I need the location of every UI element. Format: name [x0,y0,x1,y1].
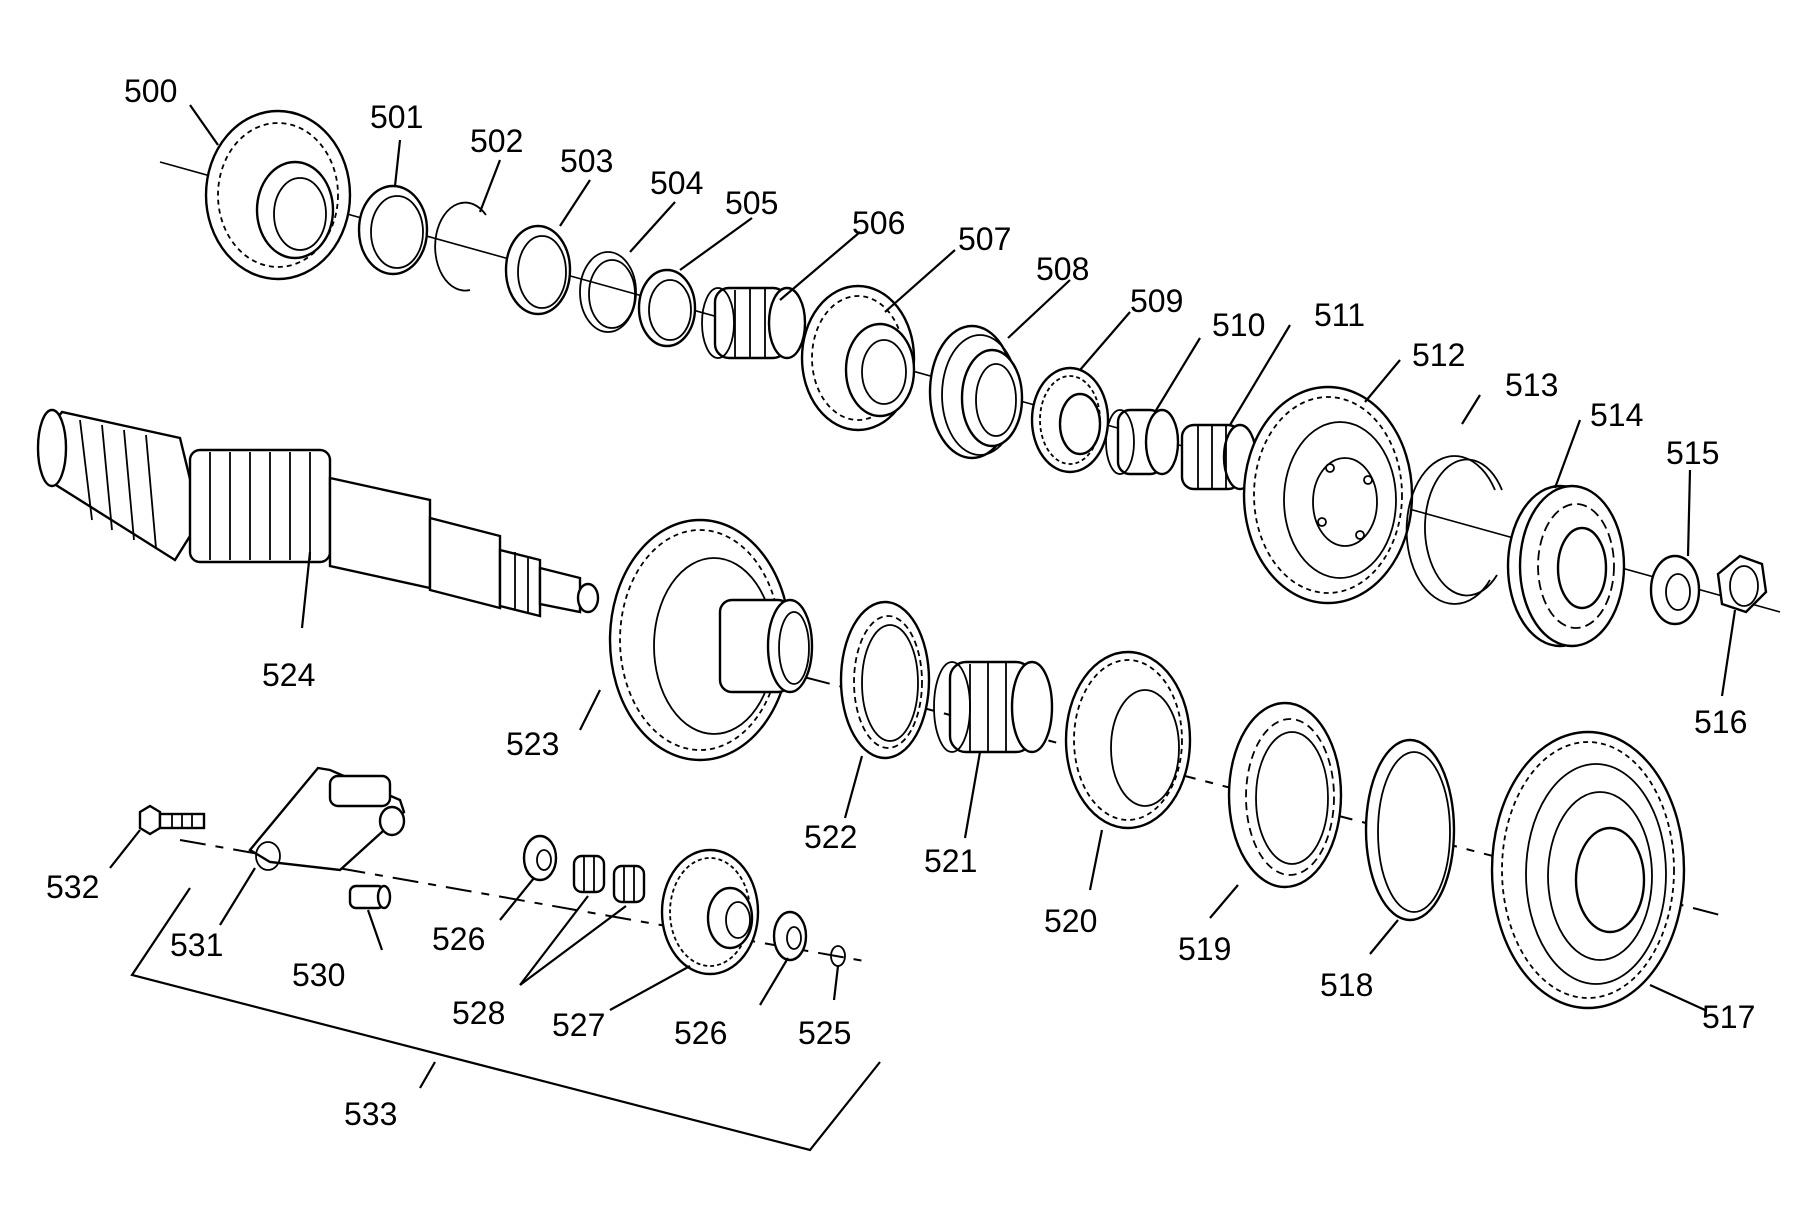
label-524: 524 [262,657,315,693]
label-518: 518 [1320,967,1373,1003]
part-526a-washer [522,834,558,882]
label-531: 531 [170,927,223,963]
label-514: 514 [1590,397,1643,433]
part-501-ring [357,184,429,276]
part-508-synchronizer [928,324,1024,460]
part-526b-washer [772,910,808,962]
part-511-bearing [1180,423,1258,491]
part-519-thrust-bearing [1227,701,1343,889]
part-531-bracket [248,766,406,872]
label-511: 511 [1314,297,1365,333]
part-507-gear [800,284,916,432]
part-516-nut [1716,554,1768,614]
part-515-washer [1649,554,1701,626]
part-labels: 500 501 502 503 504 505 506 507 508 509 … [46,73,1755,1132]
label-525: 525 [798,1015,851,1051]
label-506: 506 [852,205,905,241]
label-527: 527 [552,1007,605,1043]
label-517: 517 [1702,999,1755,1035]
part-530-pin [348,884,392,910]
part-524-output-shaft [36,408,600,618]
label-526b: 526 [674,1015,727,1051]
part-510-bushing [1105,408,1180,476]
leader-lines [109,104,1737,1089]
label-530: 530 [292,957,345,993]
label-504: 504 [650,165,703,201]
part-523-gear [608,518,814,762]
part-517-gear [1490,730,1686,1010]
label-532: 532 [46,869,99,905]
label-516: 516 [1694,704,1747,740]
part-522-thrust-bearing [839,600,931,760]
part-521-needle-bearing [933,660,1054,754]
label-522: 522 [804,819,857,855]
label-513: 513 [1505,367,1558,403]
assembly-533-bracket-line [130,887,881,1152]
label-533: 533 [344,1096,397,1132]
label-508: 508 [1036,251,1089,287]
label-507: 507 [958,221,1011,257]
part-532-bolt [138,804,206,836]
part-520-gear [1064,650,1192,830]
label-500: 500 [124,73,177,109]
label-502: 502 [470,123,523,159]
label-528: 528 [452,995,505,1031]
part-527-idler-gear [660,848,760,976]
part-500-gear [204,109,352,281]
label-515: 515 [1666,435,1719,471]
part-512-gear [1242,385,1414,605]
part-513-snap-ring [1405,455,1503,605]
part-506-needle-bearing [701,286,807,360]
label-510: 510 [1212,307,1265,343]
part-528-needle-bearings [572,854,646,904]
label-512: 512 [1412,337,1465,373]
label-503: 503 [560,143,613,179]
label-520: 520 [1044,903,1097,939]
part-509-gear [1030,366,1110,474]
label-523: 523 [506,726,559,762]
part-505-ring [637,268,697,348]
part-518-washer [1364,738,1456,922]
label-501: 501 [370,99,423,135]
part-504-ring [579,251,637,333]
label-521: 521 [924,843,977,879]
part-502-snap-ring [434,201,487,292]
label-519: 519 [1178,931,1231,967]
part-503-ring [504,224,572,316]
label-505: 505 [725,185,778,221]
label-509: 509 [1130,283,1183,319]
label-526a: 526 [432,921,485,957]
part-514-ball-bearing [1506,484,1626,648]
